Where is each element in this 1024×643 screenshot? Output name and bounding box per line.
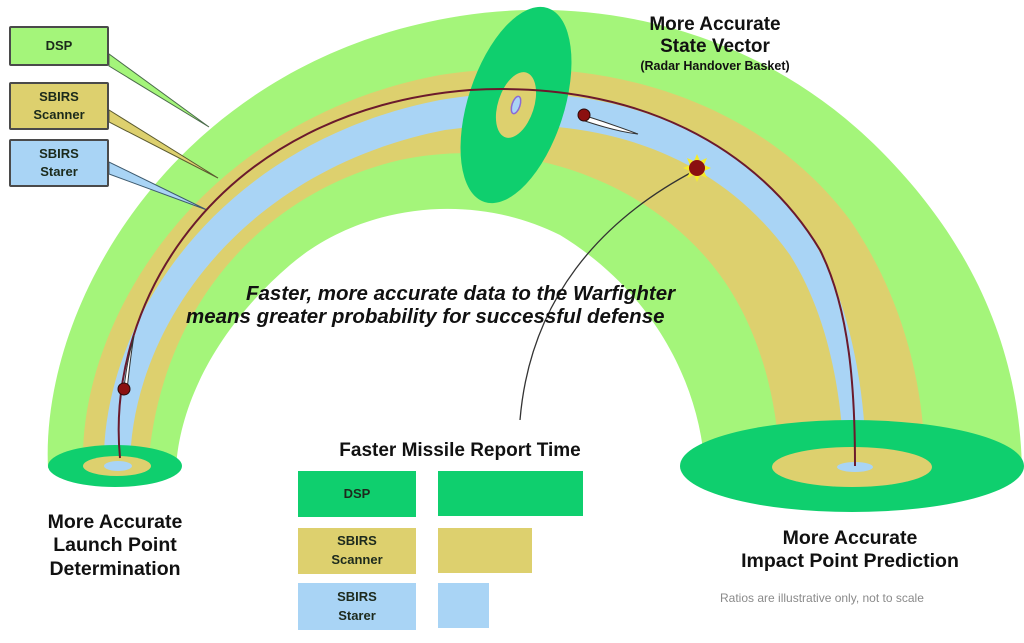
handover-basket-starer [510, 95, 522, 115]
scanner-leader-line [108, 109, 219, 179]
launch-point-label: More Accurate Launch Point Determination [20, 511, 210, 581]
report-bar-starer [438, 583, 489, 628]
intercept-pointer-line [519, 169, 697, 421]
report-row-starer-label: SBIRS Starer [298, 583, 416, 630]
legend-sbirs-starer: SBIRS Starer [9, 139, 109, 187]
launch-missile-dot [117, 382, 131, 396]
midcourse-missile-dot [577, 108, 591, 122]
report-starer-text: SBIRS Starer [337, 588, 377, 623]
report-time-title: Faster Missile Report Time [339, 440, 581, 461]
impact-line2: Impact Point Prediction [741, 550, 959, 573]
impact-line1: More Accurate [782, 527, 918, 549]
dsp-leader-line [108, 53, 210, 128]
launch-line1: More Accurate [47, 511, 183, 533]
starer-coverage-band [103, 93, 866, 470]
missile-trajectory [117, 88, 856, 467]
tagline-line2: means greater probability for successful… [186, 305, 665, 328]
launch-basket-starer [104, 461, 132, 471]
legend-scanner-label: SBIRS Scanner [33, 89, 85, 122]
impact-point-label: More Accurate Impact Point Prediction [700, 527, 1000, 574]
intercept-burst-icon [683, 154, 711, 182]
scale-disclaimer: Ratios are illustrative only, not to sca… [720, 591, 924, 605]
state-vector-line1: More Accurate [649, 14, 781, 35]
launch-line2: Launch Point [53, 534, 177, 557]
legend-starer-label: SBIRS Starer [39, 146, 79, 179]
impact-basket-starer [837, 462, 873, 472]
report-bar-scanner [438, 528, 532, 573]
report-row-scanner-label: SBIRS Scanner [298, 528, 416, 574]
legend-dsp: DSP [9, 26, 109, 66]
state-vector-line2: State Vector [660, 35, 770, 57]
launch-line3: Determination [49, 557, 181, 580]
report-row-dsp-label: DSP [298, 471, 416, 517]
midcourse-missile-icon [584, 115, 639, 135]
tagline-line1: Faster, more accurate data to the Warfig… [246, 282, 676, 305]
legend-dsp-label: DSP [45, 38, 73, 54]
launch-missile-icon [123, 335, 135, 391]
report-scanner-text: SBIRS Scanner [331, 533, 383, 567]
state-vector-subtitle: (Radar Handover Basket) [640, 58, 790, 73]
report-bar-dsp [438, 471, 583, 516]
legend-sbirs-scanner: SBIRS Scanner [9, 82, 109, 130]
state-vector-label: More Accurate State Vector (Radar Handov… [610, 14, 820, 73]
starer-leader-line [108, 161, 208, 211]
report-dsp-text: DSP [343, 485, 371, 501]
